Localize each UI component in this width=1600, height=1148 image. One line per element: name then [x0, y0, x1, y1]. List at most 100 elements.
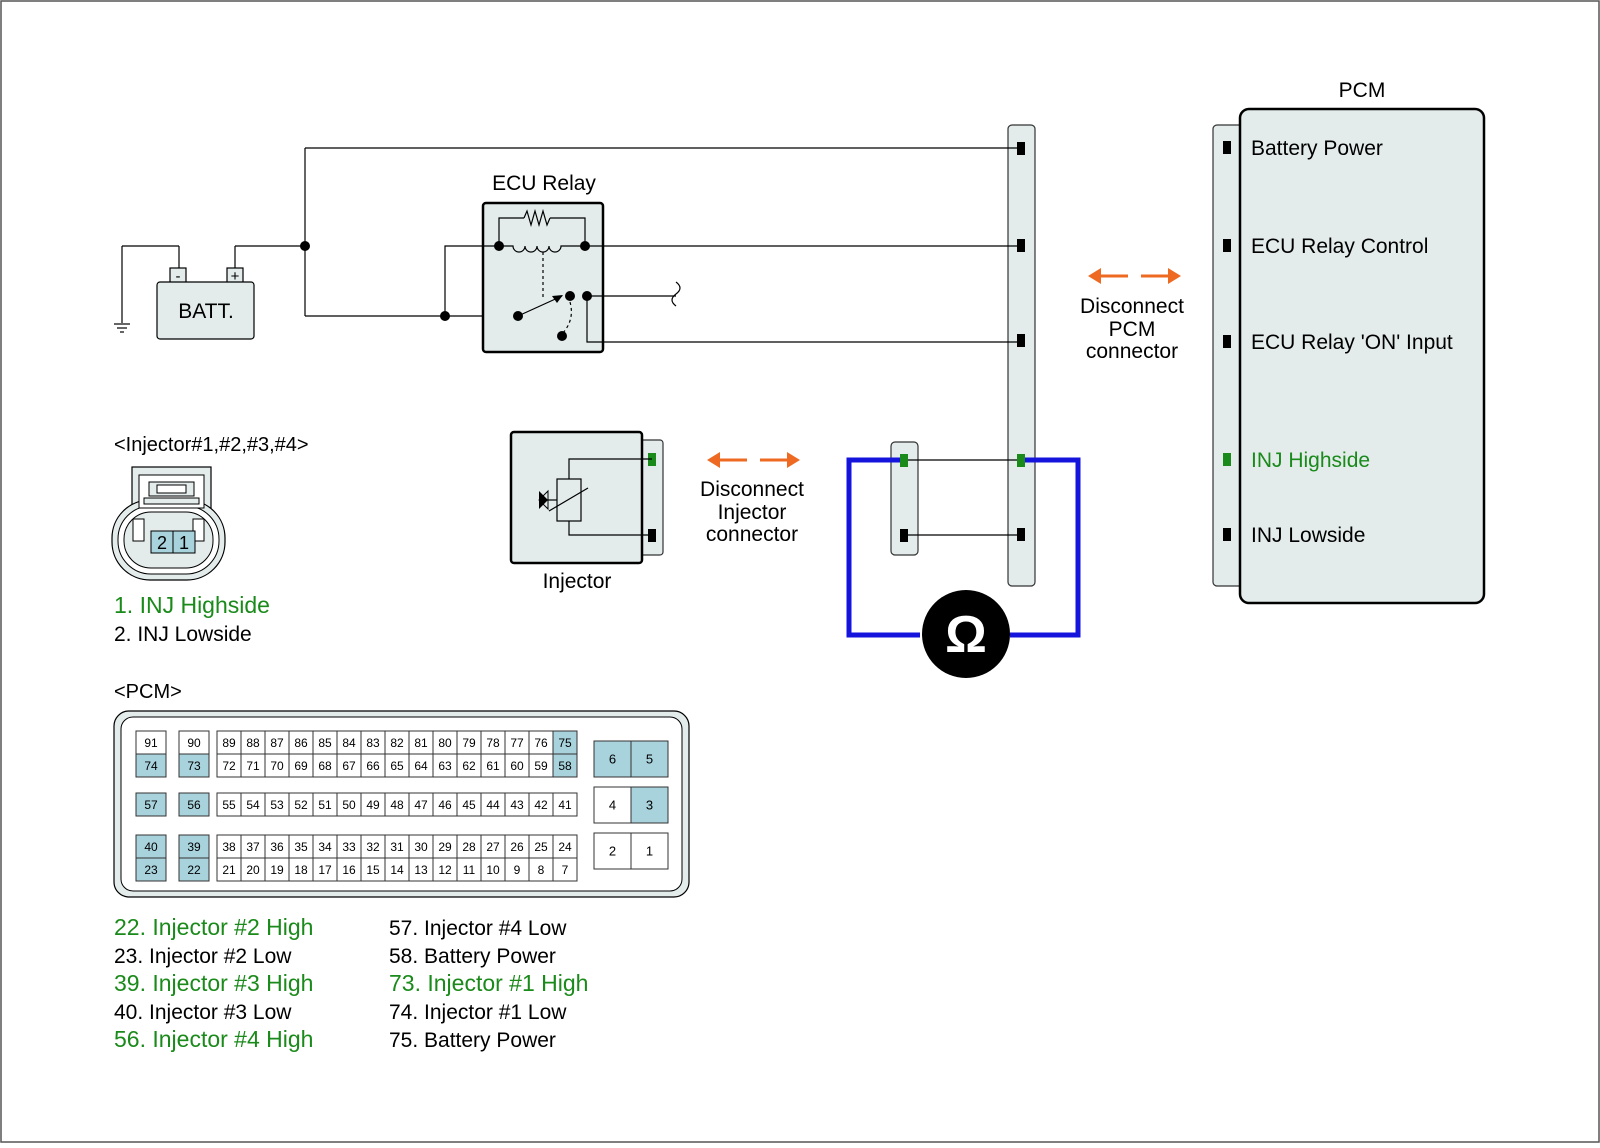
pcm-pin-number: 26: [510, 840, 524, 854]
pcm-pin-number: 89: [222, 736, 236, 750]
pcm-pin-number: 17: [318, 863, 332, 877]
pcm-pin-number: 13: [414, 863, 428, 877]
pcm-pin-number: 42: [534, 798, 548, 812]
pcm-pin-number: 48: [390, 798, 404, 812]
pcm-pin-number: 1: [646, 844, 653, 859]
relay-coil-feed-wire: [444, 245, 499, 316]
pcm-pin-number: 27: [486, 840, 500, 854]
pcm-pin-number: 76: [534, 736, 548, 750]
relay-switch-contact: [565, 291, 575, 301]
pcm-pin-number: 52: [294, 798, 308, 812]
pcm-pin-number: 72: [222, 759, 236, 773]
pcm-pin-number: 56: [187, 798, 201, 812]
pcm-pin-number: 55: [222, 798, 236, 812]
relay-coil-wire: [498, 217, 524, 246]
harness-injector-pin: [900, 454, 908, 467]
pcm-pin-marker: [1223, 239, 1231, 252]
pcm-pin-number: 54: [246, 798, 260, 812]
pcm-pin-number: 83: [366, 736, 380, 750]
pcm-pin-cell: [552, 753, 578, 778]
pcm-pin-number: 81: [414, 736, 428, 750]
pcm-pin-number: 40: [144, 840, 158, 854]
relay-switch-arrowhead: [552, 295, 563, 303]
pcm-pin-number: 18: [294, 863, 308, 877]
pcm-pin-number: 80: [438, 736, 452, 750]
pcm-pin-marker: [1223, 528, 1231, 541]
pcm-legend-item: 58. Battery Power: [389, 945, 556, 968]
pcm-pin-number: 6: [609, 752, 616, 767]
relay-on-input-wire: [586, 296, 1021, 343]
pcm-pin-cell: [135, 792, 167, 817]
pcm-pin-cell: [593, 786, 632, 824]
pcm-pin-number: 38: [222, 840, 236, 854]
disconnect-injector-line3: connector: [706, 523, 798, 546]
wire-break-symbol: [671, 281, 681, 307]
pcm-pin-marker: [1223, 141, 1231, 154]
pcm-pin-number: 9: [514, 863, 521, 877]
pcm-pin-number: 65: [390, 759, 404, 773]
pcm-pin-number: 25: [534, 840, 548, 854]
pcm-pin-number: 44: [486, 798, 500, 812]
pcm-pin-number: 36: [270, 840, 284, 854]
pcm-pin-number: 39: [187, 840, 201, 854]
pcm-pin-number: 78: [486, 736, 500, 750]
pcm-pin-cell: [135, 753, 167, 778]
pcm-pin-number: 24: [558, 840, 572, 854]
pcm-pin-number: 87: [270, 736, 284, 750]
pcm-pin-number: 91: [144, 736, 158, 750]
pcm-pin-cell: [178, 753, 210, 778]
pcm-pin-number: 10: [486, 863, 500, 877]
disconnect-injector-line2: Injector: [718, 501, 787, 524]
pcm-pin-cell: [552, 857, 578, 882]
harness-pin: [1017, 454, 1025, 467]
pcm-pin-label: INJ Highside: [1251, 449, 1370, 472]
pcm-pin-number: 37: [246, 840, 260, 854]
pcm-pin-number: 84: [342, 736, 356, 750]
pcm-pin-number: 2: [609, 844, 616, 859]
pcm-pin-number: 8: [538, 863, 545, 877]
pcm-pin-number: 50: [342, 798, 356, 812]
pcm-pin-number: 77: [510, 736, 524, 750]
pcm-pin-number: 59: [534, 759, 548, 773]
pcm-legend-item: 40. Injector #3 Low: [114, 1001, 292, 1024]
pcm-pin-number: 79: [462, 736, 476, 750]
battery-plus-label: +: [231, 268, 240, 285]
pcm-pin-number: 11: [463, 863, 476, 877]
injector-wire: [568, 458, 652, 479]
pcm-pin-number: 47: [414, 798, 428, 812]
pcm-pin-number: 90: [187, 736, 201, 750]
pcm-pin-number: 33: [342, 840, 356, 854]
pcm-pin-cell: [135, 857, 167, 882]
injector-valve-icon: [538, 489, 549, 511]
pcm-pin-number: 75: [558, 736, 572, 750]
pcm-pin-number: 74: [144, 759, 158, 773]
pcm-pin-number: 21: [222, 863, 236, 877]
pcm-legend-item: 39. Injector #3 High: [114, 970, 313, 996]
pcm-legend-item: 56. Injector #4 High: [114, 1026, 313, 1052]
pcm-pin-marker: [1223, 335, 1231, 348]
pcm-pin-number: 14: [390, 863, 404, 877]
battery-label: BATT.: [178, 300, 234, 323]
pcm-pin-number: 15: [366, 863, 380, 877]
pcm-pin-label: Battery Power: [1251, 137, 1383, 160]
battery: [156, 281, 255, 340]
pcm-pin-number: 71: [246, 759, 260, 773]
disconnect-pcm-line1: Disconnect: [1080, 295, 1184, 318]
pcm-pin-number: 85: [318, 736, 332, 750]
pcm-legend-item: 22. Injector #2 High: [114, 914, 313, 940]
pcm-pin-number: 23: [144, 863, 158, 877]
pcm-pin-number: 68: [318, 759, 332, 773]
injector-legend-item: 2. INJ Lowside: [114, 623, 252, 646]
pcm-pin-cell: [630, 786, 669, 824]
harness-injector-pin: [900, 529, 908, 542]
pcm-pin-number: 20: [246, 863, 260, 877]
injector-wire: [568, 521, 652, 536]
pcm-pin-number: 30: [414, 840, 428, 854]
injector-harness-connector: [890, 441, 919, 556]
pcm-pin-marker: [1223, 453, 1231, 466]
